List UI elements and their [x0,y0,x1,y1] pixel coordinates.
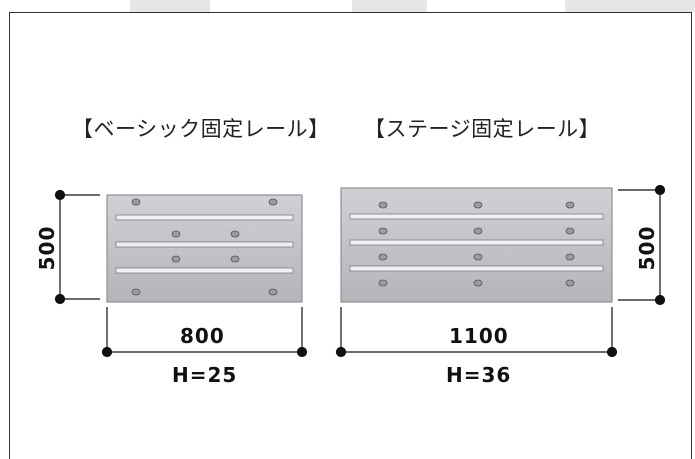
basic-width-label: 800 [180,324,225,348]
stage-screws [378,201,575,287]
basic-height-label: H=25 [172,363,238,387]
stage-width-label: 1100 [449,324,509,348]
stage-slot-3 [349,265,604,272]
basic-slot-3 [115,267,294,274]
stage-depth-label: 500 [635,225,659,271]
stage-height-label: H=36 [446,363,512,387]
basic-slot-1 [115,214,294,221]
basic-screws [131,198,278,296]
top-strip-tab-2 [352,0,427,12]
top-strip-tab-1 [130,0,210,12]
dimension-lines [54,184,666,358]
stage-slot-2 [349,239,604,246]
basic-slot-2 [115,241,294,248]
basic-rail-panel [106,194,303,303]
stage-rail-panel [340,187,613,303]
stage-rail-title: 【ステージ固定レール】 [364,117,601,141]
basic-depth-label: 500 [35,225,59,271]
basic-rail-title: 【ベーシック固定レール】 [72,117,330,141]
stage-slot-1 [349,213,604,220]
top-strip-tab-3 [565,0,695,12]
